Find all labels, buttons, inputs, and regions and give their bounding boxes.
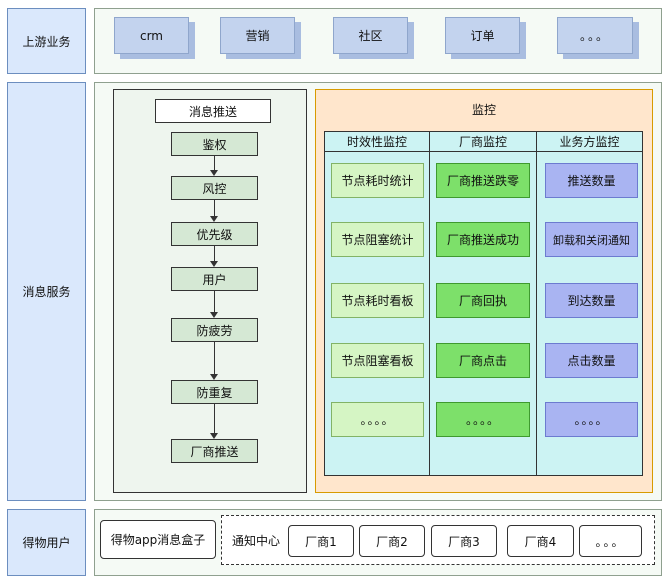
monitor-item-vendor-push-drop: 厂商推送跌零	[436, 163, 530, 198]
vendor-box-2: 厂商2	[359, 525, 425, 557]
push-step-user: 用户	[171, 267, 258, 291]
push-panel-title: 消息推送	[155, 99, 271, 123]
monitor-column-title-business: 业务方监控	[536, 131, 643, 152]
notification-center-label: 通知中心	[231, 533, 280, 548]
upstream-box-crm: crm	[114, 17, 189, 54]
vendor-box-1: 厂商1	[288, 525, 354, 557]
arrow-line-2	[214, 200, 215, 216]
monitor-item-more-2: 。。。。	[436, 402, 530, 437]
vendor-box-3: 厂商3	[431, 525, 497, 557]
push-panel	[113, 89, 307, 493]
push-step-vendor-push: 厂商推送	[171, 439, 258, 463]
lane-label-users: 得物用户	[7, 509, 86, 576]
vendor-box-more: 。。。	[579, 525, 642, 557]
arrow-line-6	[214, 404, 215, 433]
arrow-head-5	[210, 374, 218, 380]
monitor-panel-title: 监控	[471, 102, 496, 117]
arrow-head-2	[210, 216, 218, 222]
upstream-box-more: 。。。	[557, 17, 633, 54]
monitor-item-node-time-board: 节点耗时看板	[331, 283, 424, 318]
push-step-priority: 优先级	[171, 222, 258, 246]
arrow-head-6	[210, 433, 218, 439]
arrow-head-4	[210, 312, 218, 318]
monitor-item-more-3: 。。。。	[545, 402, 638, 437]
app-message-box: 得物app消息盒子	[100, 520, 216, 559]
arrow-head-3	[210, 261, 218, 267]
monitor-item-vendor-receipt: 厂商回执	[436, 283, 530, 318]
monitor-item-uninstall-close: 卸载和关闭通知	[545, 222, 638, 257]
push-step-anti-fatigue: 防疲劳	[171, 318, 258, 342]
monitor-item-node-time-stats: 节点耗时统计	[331, 163, 424, 198]
upstream-box-order: 订单	[445, 17, 520, 54]
upstream-box-marketing: 营销	[220, 17, 295, 54]
arrow-line-1	[214, 156, 215, 170]
monitor-item-push-count: 推送数量	[545, 163, 638, 198]
monitor-item-more-1: 。。。。	[331, 402, 424, 437]
push-step-risk: 风控	[171, 176, 258, 200]
arrow-line-5	[214, 342, 215, 374]
arrow-line-4	[214, 291, 215, 312]
monitor-item-click-count: 点击数量	[545, 343, 638, 378]
vendor-box-4: 厂商4	[507, 525, 574, 557]
arrow-head-1	[210, 170, 218, 176]
upstream-box-community: 社区	[333, 17, 408, 54]
monitor-column-title-vendor: 厂商监控	[429, 131, 537, 152]
arrow-line-3	[214, 246, 215, 261]
lane-label-upstream: 上游业务	[7, 8, 86, 74]
monitor-item-arrival-count: 到达数量	[545, 283, 638, 318]
monitor-item-vendor-push-success: 厂商推送成功	[436, 222, 530, 257]
push-step-dedup: 防重复	[171, 380, 258, 404]
monitor-item-node-block-stats: 节点阻塞统计	[331, 222, 424, 257]
lane-label-service: 消息服务	[7, 82, 86, 501]
monitor-column-title-timeliness: 时效性监控	[324, 131, 430, 152]
push-step-auth: 鉴权	[171, 132, 258, 156]
monitor-item-vendor-click: 厂商点击	[436, 343, 530, 378]
monitor-item-node-block-board: 节点阻塞看板	[331, 343, 424, 378]
